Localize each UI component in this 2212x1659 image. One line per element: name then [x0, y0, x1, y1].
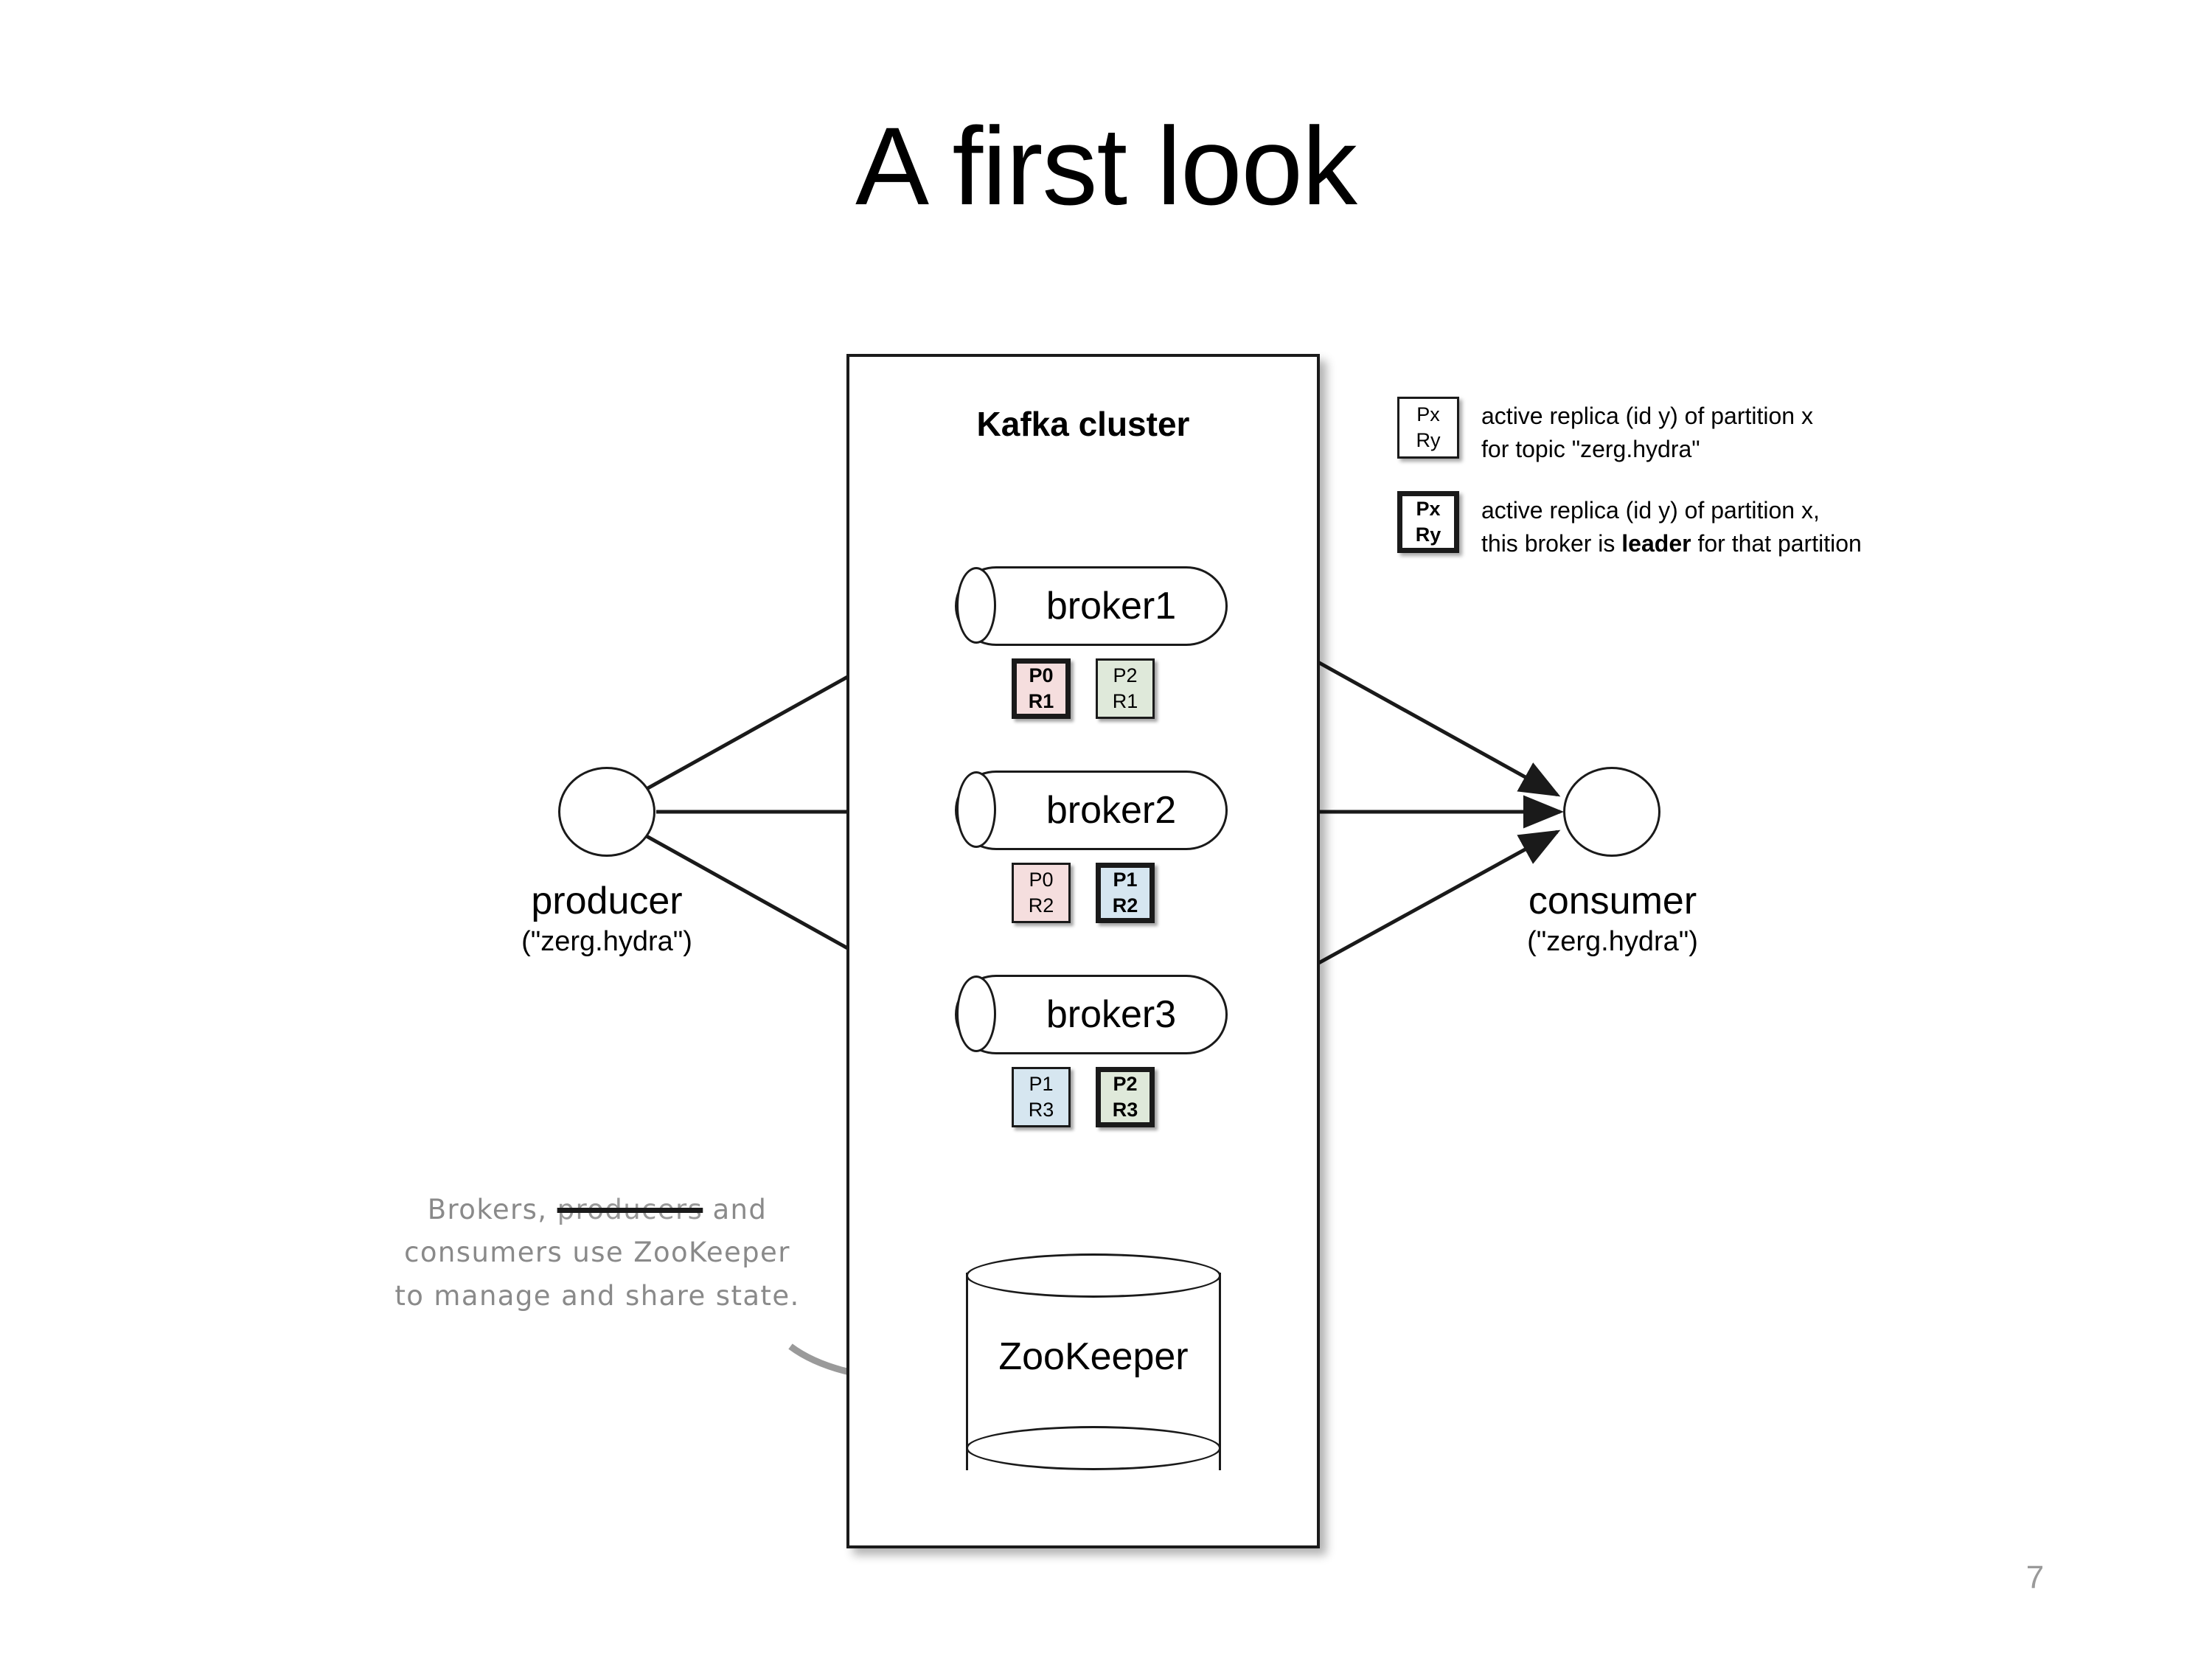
- legend-partition-id: Px: [1416, 403, 1440, 426]
- legend-description-replica: active replica (id y) of partition x for…: [1481, 397, 1813, 467]
- page-number: 7: [2025, 1559, 2045, 1596]
- broker-cylinder-cap: [956, 567, 996, 644]
- broker-cylinder-cap: [956, 771, 996, 848]
- producer-node[interactable]: [558, 767, 655, 857]
- partition-replica-box[interactable]: P1 R2: [1096, 863, 1155, 923]
- legend-line-1: active replica (id y) of partition x: [1481, 403, 1813, 429]
- partition-id: P0: [1029, 664, 1054, 687]
- replica-id: R3: [1028, 1099, 1054, 1121]
- handwritten-annotation: Brokers, producers and consumers use Zoo…: [369, 1189, 826, 1318]
- broker-node-1[interactable]: broker1: [955, 566, 1228, 646]
- broker-cylinder-body: [955, 771, 1228, 850]
- zookeeper-cylinder-top: [966, 1253, 1221, 1298]
- partition-replica-box[interactable]: P0 R1: [1012, 658, 1071, 719]
- handnote-line-1: Brokers, producers and: [369, 1189, 826, 1231]
- broker-cylinder-cap: [956, 975, 996, 1052]
- legend-line-2-pre: this broker is: [1481, 530, 1622, 557]
- partition-replica-box[interactable]: P0 R2: [1012, 863, 1071, 923]
- legend-line-2-post: for that partition: [1691, 530, 1862, 557]
- broker-cylinder-body: [955, 975, 1228, 1054]
- legend-partition-id: Px: [1416, 498, 1441, 521]
- replica-id: R1: [1112, 690, 1138, 712]
- zookeeper-node[interactable]: ZooKeeper: [966, 1253, 1221, 1489]
- replica-id: R3: [1112, 1099, 1138, 1121]
- legend-line-2: this broker is leader for that partition: [1481, 527, 1862, 560]
- producer-name: producer: [531, 880, 683, 922]
- partition-id: P2: [1113, 1073, 1138, 1096]
- partition-id: P0: [1029, 869, 1054, 891]
- partition-row-broker2: P0 R2 P1 R2: [1012, 863, 1155, 923]
- kafka-cluster-title: Kafka cluster: [976, 405, 1190, 443]
- legend-swatch-leader: Px Ry: [1397, 491, 1459, 553]
- legend-swatch-replica: Px Ry: [1397, 397, 1459, 459]
- handnote-line-3: to manage and share state.: [394, 1279, 800, 1312]
- zookeeper-label: ZooKeeper: [998, 1335, 1189, 1378]
- consumer-node[interactable]: [1563, 767, 1660, 857]
- handnote-struck-word: producers: [557, 1194, 703, 1225]
- consumer-name: consumer: [1528, 880, 1697, 922]
- partition-replica-box[interactable]: P2 R1: [1096, 658, 1155, 719]
- broker-label: broker3: [1046, 993, 1177, 1036]
- partition-replica-box[interactable]: P2 R3: [1096, 1067, 1155, 1127]
- legend-description-leader: active replica (id y) of partition x, th…: [1481, 491, 1862, 561]
- replica-id: R2: [1112, 894, 1138, 917]
- broker-label: broker1: [1046, 585, 1177, 627]
- legend-replica-id: Ry: [1415, 524, 1441, 546]
- legend-line-2: for topic "zerg.hydra": [1481, 436, 1700, 463]
- page-title: A first look: [855, 104, 1357, 228]
- producer-topic: ("zerg.hydra"): [521, 926, 692, 958]
- handnote-line-2: consumers use ZooKeeper: [404, 1237, 790, 1269]
- partition-id: P1: [1113, 869, 1138, 891]
- broker-node-3[interactable]: broker3: [955, 975, 1228, 1054]
- consumer-topic: ("zerg.hydra"): [1527, 926, 1698, 958]
- handnote-line1-post: and: [703, 1194, 768, 1225]
- broker-cylinder-body: [955, 566, 1228, 646]
- legend-replica-id: Ry: [1416, 429, 1441, 451]
- partition-row-broker1: P0 R1 P2 R1: [1012, 658, 1155, 719]
- partition-id: P2: [1113, 664, 1138, 687]
- partition-id: P1: [1029, 1073, 1054, 1096]
- legend-item-leader: Px Ry active replica (id y) of partition…: [1397, 491, 1862, 561]
- consumer-label: consumer ("zerg.hydra"): [1428, 879, 1797, 961]
- legend-line-2-bold: leader: [1621, 530, 1691, 557]
- legend-line-1: active replica (id y) of partition x,: [1481, 497, 1820, 524]
- partition-row-broker3: P1 R3 P2 R3: [1012, 1067, 1155, 1127]
- producer-label: producer ("zerg.hydra"): [422, 879, 791, 961]
- replica-id: R1: [1028, 690, 1054, 712]
- legend-item-replica: Px Ry active replica (id y) of partition…: [1397, 397, 1813, 467]
- handnote-line1-pre: Brokers,: [427, 1194, 557, 1225]
- broker-label: broker2: [1046, 789, 1177, 832]
- replica-id: R2: [1028, 894, 1054, 917]
- zookeeper-cylinder-bottom: [966, 1426, 1221, 1470]
- broker-node-2[interactable]: broker2: [955, 771, 1228, 850]
- partition-replica-box[interactable]: P1 R3: [1012, 1067, 1071, 1127]
